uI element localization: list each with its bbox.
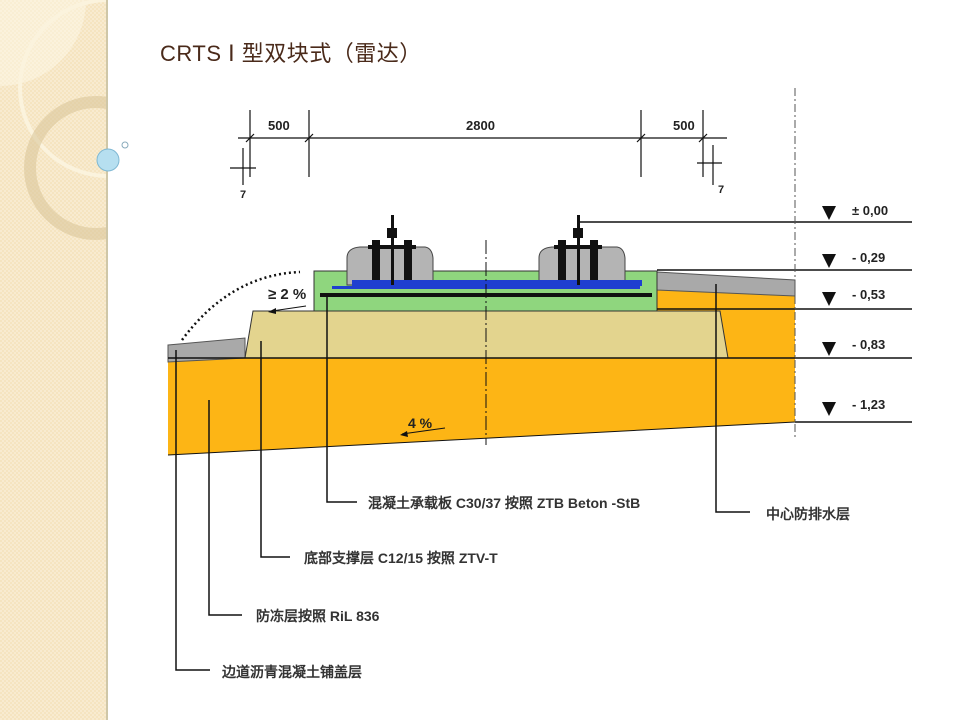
- rail-support-left: [346, 246, 434, 286]
- legend-base-support: 底部支撑层 C12/15 按照 ZTV-T: [304, 550, 498, 566]
- dotted-boundary: [180, 270, 301, 341]
- elevation-triangle-icon: [822, 402, 836, 416]
- frost-layer: [168, 358, 795, 455]
- legend-concrete-slab: 混凝土承载板 C30/37 按照 ZTB Beton -StB: [368, 495, 641, 511]
- elevation-label: ± 0,00: [852, 203, 888, 218]
- elevation-markers: [822, 206, 836, 416]
- elevation-triangle-icon: [822, 254, 836, 268]
- elevation-triangle-icon: [822, 206, 836, 220]
- elevation-label: - 0,83: [852, 337, 885, 352]
- rail-left-icon: [368, 215, 416, 285]
- top-slope-label: ≥ 2 %: [268, 286, 306, 303]
- rail-right-icon: [554, 215, 602, 285]
- dimension-right-offset: 7: [718, 184, 724, 196]
- dimension-middle: 2800: [466, 118, 495, 133]
- elevation-triangle-icon: [822, 292, 836, 306]
- dimension-left-offset: 7: [240, 189, 246, 201]
- decorative-sidebar: [0, 0, 108, 720]
- leader-lines: [175, 284, 750, 671]
- rail-support-right: [538, 246, 626, 286]
- bottom-slope-label: 4 %: [408, 415, 433, 431]
- legend-asphalt-cover: 边道沥青混凝土铺盖层: [222, 664, 362, 680]
- elevation-label: - 1,23: [852, 397, 885, 412]
- dimension-lines: [230, 110, 727, 185]
- elevation-label: - 0,53: [852, 287, 885, 302]
- elevation-label: - 0,29: [852, 250, 885, 265]
- elevation-triangle-icon: [822, 342, 836, 356]
- legend-frost-layer: 防冻层按照 RiL 836: [256, 608, 380, 624]
- rail-pad: [352, 280, 642, 286]
- page-title: CRTS Ⅰ 型双块式（雷达）: [160, 41, 422, 66]
- decorative-circles-icon: [0, 0, 106, 240]
- dimension-left: 500: [268, 118, 290, 133]
- legend-central-drain: 中心防排水层: [766, 506, 850, 522]
- dimension-right: 500: [673, 118, 695, 133]
